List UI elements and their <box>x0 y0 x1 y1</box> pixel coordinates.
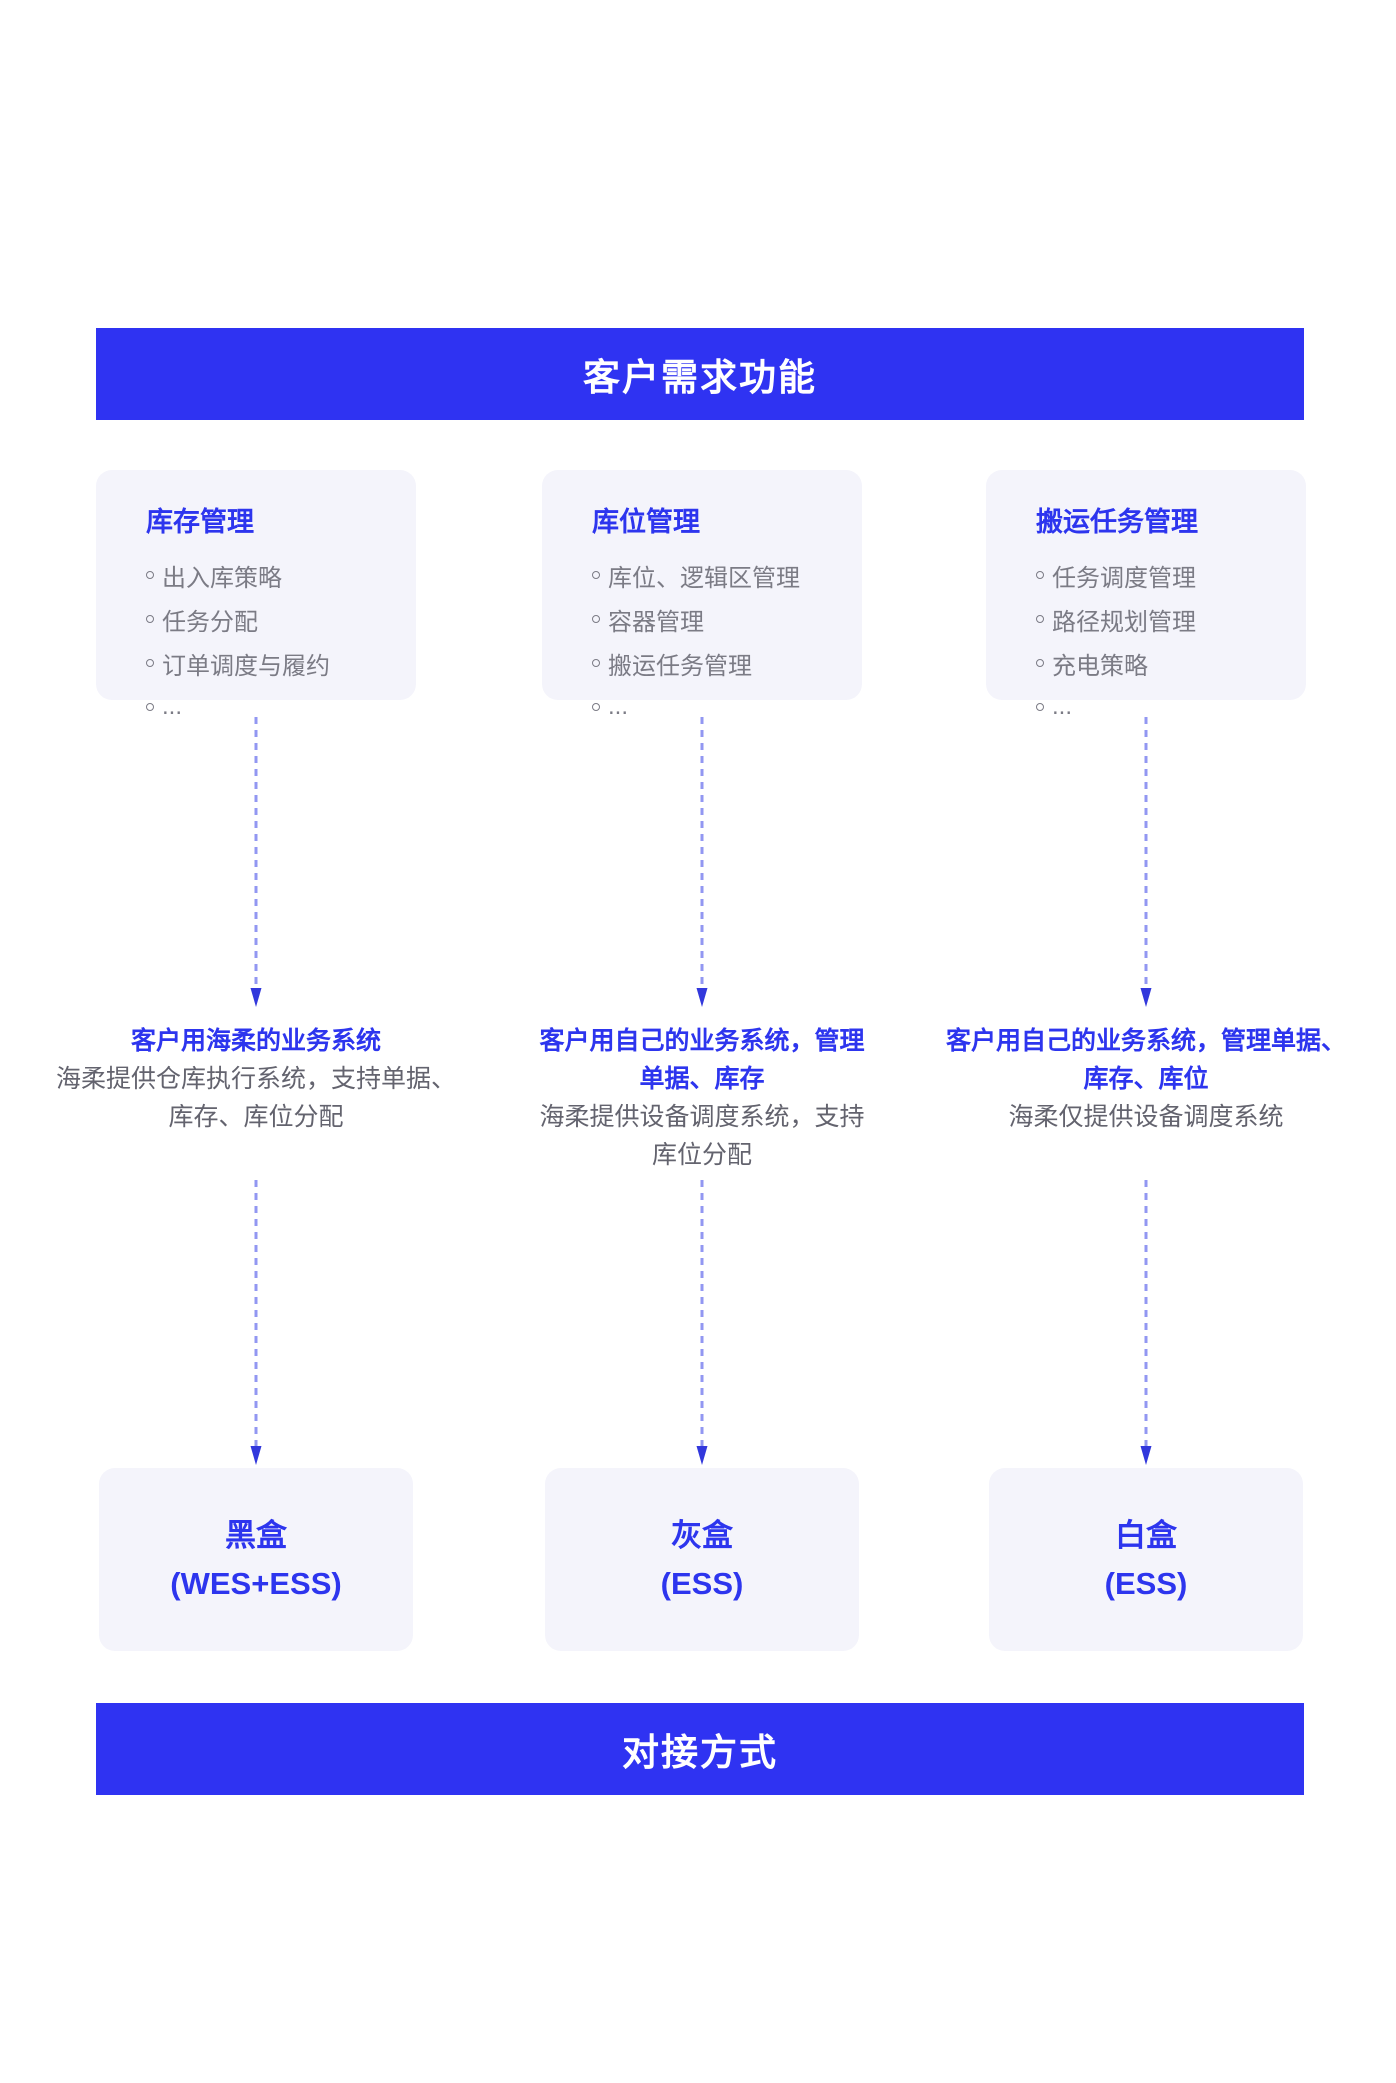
result-box-title: 灰盒 <box>671 1517 733 1553</box>
note-block: 客户用海柔的业务系统海柔提供仓库执行系统，支持单据、库存、库位分配 <box>36 1022 476 1180</box>
card-item: ... <box>146 685 416 729</box>
card-item-label: 容器管理 <box>608 608 704 636</box>
circle-bullet-icon <box>1036 703 1044 711</box>
circle-bullet-icon <box>146 703 154 711</box>
circle-bullet-icon <box>592 615 600 623</box>
card-item-label: 任务调度管理 <box>1052 564 1196 592</box>
top-banner: 客户需求功能 <box>96 328 1304 420</box>
card-item-label: 路径规划管理 <box>1052 608 1196 636</box>
note-description-line: 库位分配 <box>651 1141 752 1169</box>
dashed-arrow-down-icon <box>696 717 708 1007</box>
card-item: 任务分配 <box>146 597 416 641</box>
note-description-line: 库存、库位分配 <box>168 1103 344 1131</box>
card-title: 库存管理 <box>146 507 254 537</box>
circle-bullet-icon <box>1036 571 1044 579</box>
card-item-list: 库位、逻辑区管理容器管理搬运任务管理... <box>592 553 862 729</box>
circle-bullet-icon <box>592 703 600 711</box>
flow-column-transport: 搬运任务管理 任务调度管理路径规划管理充电策略... 客户用自己的业务系统，管理… <box>926 470 1366 1651</box>
card-item: 库位、逻辑区管理 <box>592 553 862 597</box>
feature-card-transport: 搬运任务管理 任务调度管理路径规划管理充电策略... <box>986 470 1306 720</box>
note-heading-line: 客户用自己的业务系统，管理单据、 <box>945 1027 1346 1055</box>
result-box-black: 黑盒 (WES+ESS) <box>99 1468 413 1651</box>
feature-card-location: 库位管理 库位、逻辑区管理容器管理搬运任务管理... <box>542 470 862 720</box>
result-box-white: 白盒 (ESS) <box>989 1468 1303 1651</box>
result-box-subtitle: (ESS) <box>1104 1565 1188 1601</box>
note-description-line: 海柔提供仓库执行系统，支持单据、 <box>55 1065 456 1093</box>
card-item-label: 任务分配 <box>162 608 258 636</box>
card-item-label: 订单调度与履约 <box>162 652 330 680</box>
card-item: 任务调度管理 <box>1036 553 1306 597</box>
result-box-subtitle: (WES+ESS) <box>170 1565 342 1601</box>
circle-bullet-icon <box>592 571 600 579</box>
dashed-arrow-down-icon <box>1140 1180 1152 1465</box>
note-heading-line: 客户用自己的业务系统，管理 <box>539 1027 865 1055</box>
card-item: 出入库策略 <box>146 553 416 597</box>
circle-bullet-icon <box>146 571 154 579</box>
dashed-arrow-down-icon <box>696 1180 708 1465</box>
card-item-label: 库位、逻辑区管理 <box>608 564 800 592</box>
card-item: 搬运任务管理 <box>592 641 862 685</box>
top-banner-title: 客户需求功能 <box>583 357 817 398</box>
result-box-subtitle: (ESS) <box>660 1565 744 1601</box>
card-item: ... <box>592 685 862 729</box>
card-item-label: 出入库策略 <box>162 564 282 592</box>
card-item: ... <box>1036 685 1306 729</box>
card-title: 搬运任务管理 <box>1036 507 1198 537</box>
card-item: 容器管理 <box>592 597 862 641</box>
circle-bullet-icon <box>1036 659 1044 667</box>
card-item-label: ... <box>162 693 183 720</box>
result-box-title: 黑盒 <box>225 1517 287 1553</box>
flow-column-inventory: 库存管理 出入库策略任务分配订单调度与履约... 客户用海柔的业务系统海柔提供仓… <box>36 470 476 1651</box>
circle-bullet-icon <box>146 615 154 623</box>
note-description-line: 海柔提供设备调度系统，支持 <box>539 1103 865 1131</box>
card-item-list: 出入库策略任务分配订单调度与履约... <box>146 553 416 729</box>
card-title: 库位管理 <box>592 507 700 537</box>
dashed-arrow-down-icon <box>250 1180 262 1465</box>
circle-bullet-icon <box>146 659 154 667</box>
card-item-label: ... <box>608 693 629 720</box>
dashed-arrow-down-icon <box>250 717 262 1007</box>
result-box-title: 白盒 <box>1115 1517 1177 1553</box>
card-item: 订单调度与履约 <box>146 641 416 685</box>
note-heading-line: 库存、库位 <box>1083 1065 1209 1093</box>
note-block: 客户用自己的业务系统，管理单据、库存、库位海柔仅提供设备调度系统 <box>926 1022 1366 1180</box>
dashed-arrow-down-icon <box>1140 717 1152 1007</box>
card-item: 路径规划管理 <box>1036 597 1306 641</box>
note-heading-line: 客户用海柔的业务系统 <box>130 1027 381 1055</box>
circle-bullet-icon <box>1036 615 1044 623</box>
note-description-line: 海柔仅提供设备调度系统 <box>1008 1103 1284 1131</box>
card-item-list: 任务调度管理路径规划管理充电策略... <box>1036 553 1306 729</box>
bottom-banner: 对接方式 <box>96 1703 1304 1795</box>
flow-column-location: 库位管理 库位、逻辑区管理容器管理搬运任务管理... 客户用自己的业务系统，管理… <box>482 470 922 1651</box>
card-item-label: 充电策略 <box>1052 652 1148 680</box>
result-box-gray: 灰盒 (ESS) <box>545 1468 859 1651</box>
card-item-label: ... <box>1052 693 1073 720</box>
feature-card-inventory: 库存管理 出入库策略任务分配订单调度与履约... <box>96 470 416 720</box>
circle-bullet-icon <box>592 659 600 667</box>
card-item-label: 搬运任务管理 <box>608 652 752 680</box>
card-item: 充电策略 <box>1036 641 1306 685</box>
note-heading-line: 单据、库存 <box>639 1065 765 1093</box>
bottom-banner-title: 对接方式 <box>622 1732 778 1773</box>
note-block: 客户用自己的业务系统，管理单据、库存海柔提供设备调度系统，支持库位分配 <box>482 1022 922 1180</box>
